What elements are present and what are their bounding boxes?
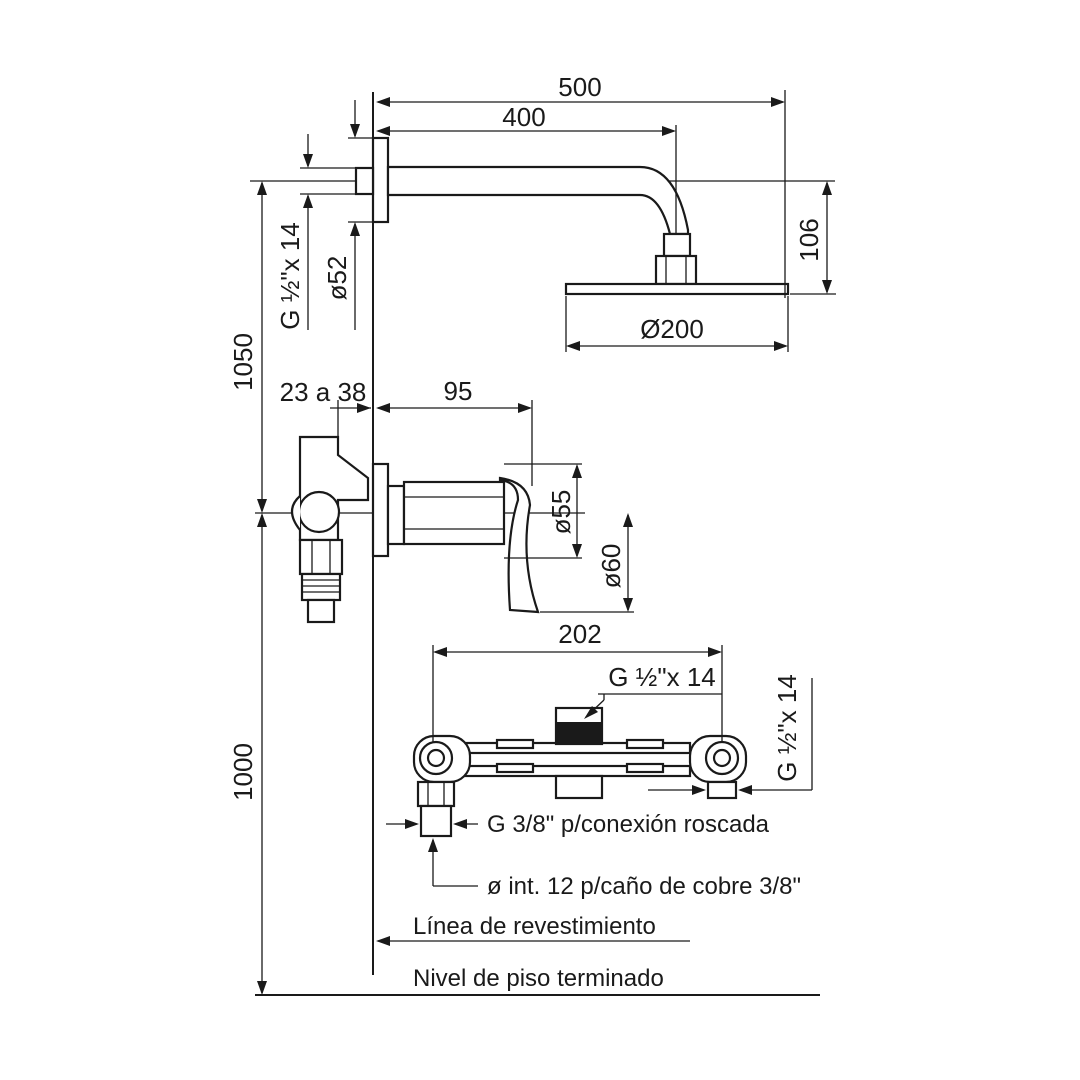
- note-finished-floor: Nivel de piso terminado: [413, 965, 664, 992]
- dimension-lines: [257, 90, 836, 995]
- dim-diameter-52: ø52: [322, 256, 352, 301]
- arm-nipple: [354, 166, 375, 196]
- supply-bar-assembly: [412, 706, 748, 838]
- dim-diameter-60: ø60: [596, 544, 626, 589]
- dim-thread-top: G ½"x 14: [608, 662, 716, 692]
- right-plug: [706, 780, 738, 800]
- dim-diameter-200: Ø200: [640, 314, 704, 344]
- dim-95: 95: [444, 376, 473, 406]
- note-cladding-line: Línea de revestimiento: [413, 913, 656, 940]
- dim-wall-range: 23 a 38: [280, 377, 367, 407]
- center-block-bottom: [554, 774, 604, 800]
- valve-stub: [306, 598, 336, 624]
- valve-ear: [290, 495, 301, 531]
- dim-400: 400: [502, 102, 545, 132]
- dim-diameter-55: ø55: [546, 490, 576, 535]
- head-swivel: [662, 232, 692, 258]
- shower-head: [564, 282, 790, 296]
- shower-arm: [386, 165, 690, 236]
- dim-500: 500: [558, 72, 601, 102]
- dimension-labels: 500 400 106 Ø200 ø52 G ½"x 14 1050 23 a …: [228, 72, 824, 801]
- dim-202: 202: [558, 619, 601, 649]
- head-nut: [654, 254, 698, 286]
- center-block-dark: [556, 722, 602, 744]
- valve-port: [297, 490, 341, 534]
- mixer-lever: [498, 476, 540, 614]
- note-copper-pipe: ø int. 12 p/caño de cobre 3/8": [487, 873, 801, 900]
- shower-arm-assembly: [354, 136, 790, 296]
- wall-flange: [371, 136, 390, 224]
- left-tail: [419, 804, 453, 838]
- dim-1050: 1050: [228, 333, 258, 391]
- mixer-assembly: [290, 435, 540, 624]
- dim-thread-arm: G ½"x 14: [275, 222, 305, 330]
- valve-thread: [300, 572, 342, 602]
- notes: G 3/8" p/conexión roscada ø int. 12 p/ca…: [413, 811, 801, 992]
- dim-thread-right: G ½"x 14: [772, 674, 802, 782]
- dim-106: 106: [794, 218, 824, 261]
- mixer-plate: [371, 462, 390, 558]
- mixer-cartridge: [402, 480, 506, 546]
- valve-hex: [298, 538, 344, 576]
- mixer-body: [386, 484, 406, 546]
- note-threaded-connection: G 3/8" p/conexión roscada: [487, 811, 770, 838]
- left-nut: [416, 780, 456, 808]
- dim-1000: 1000: [228, 743, 258, 801]
